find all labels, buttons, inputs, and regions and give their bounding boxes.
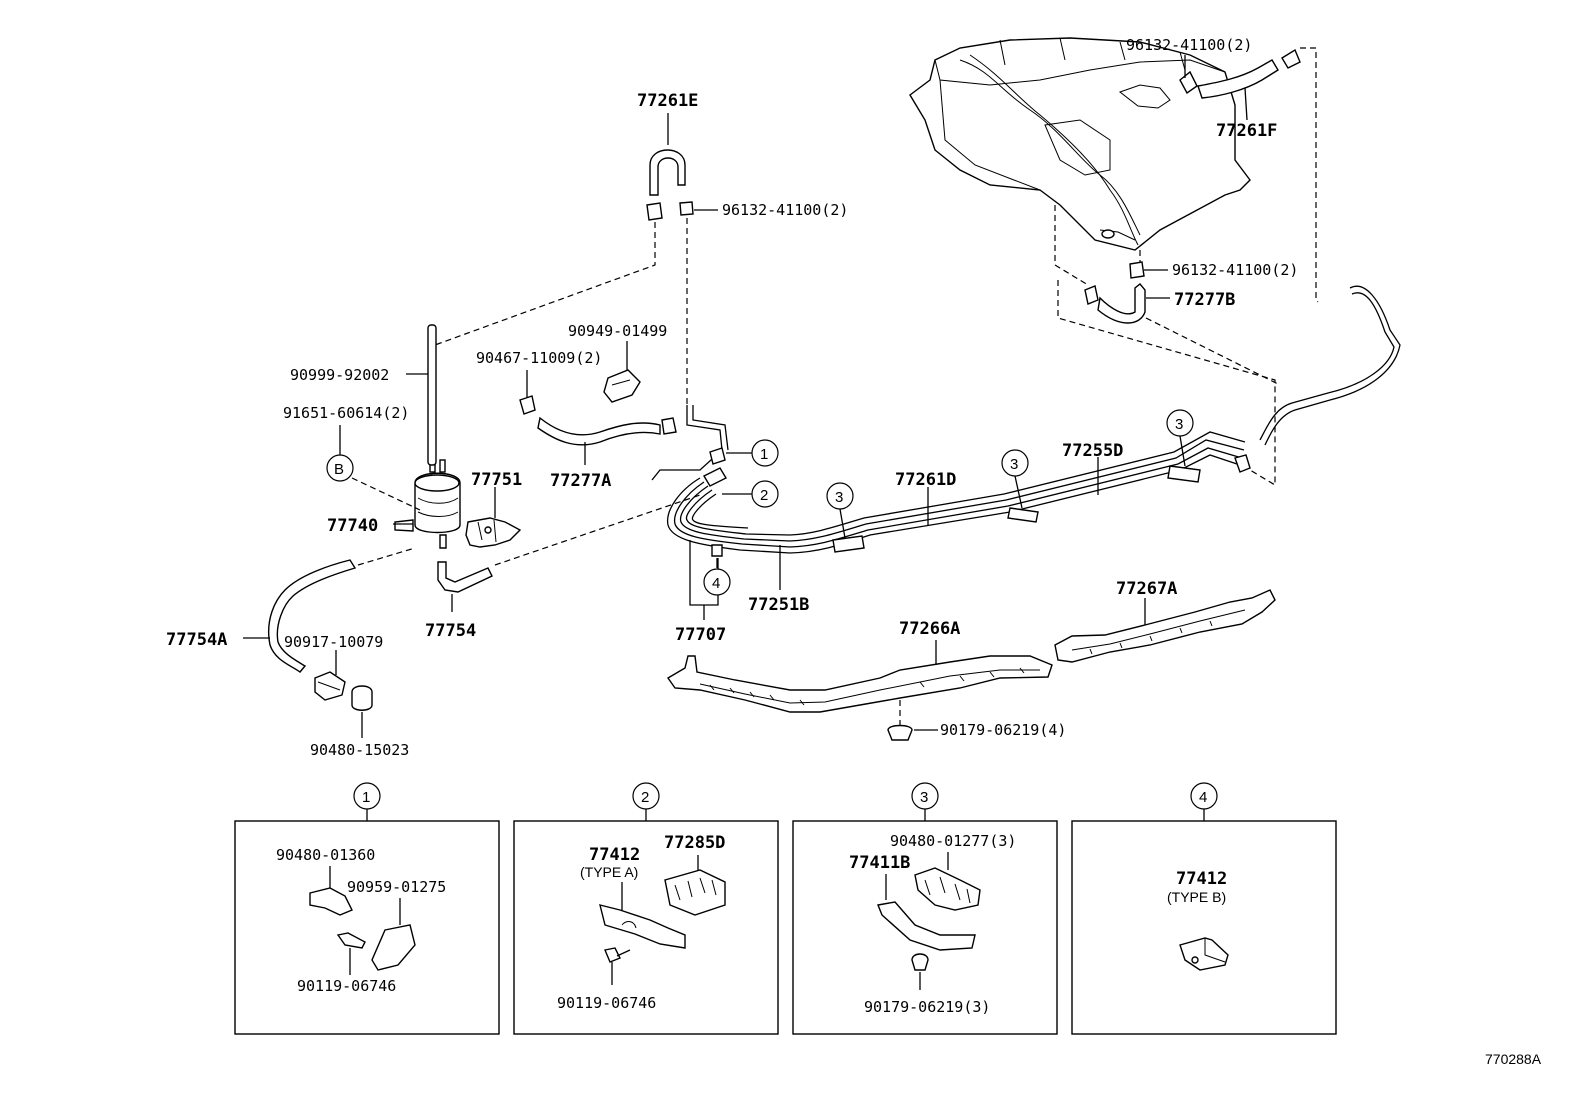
- protector-77266a: 77266A: [666, 619, 1053, 713]
- detail-box-1-num: 1: [362, 789, 370, 806]
- detail-box-1: 1 90480-01360 90959-01275 90119-06746: [234, 782, 500, 1035]
- hose-77277a: 77277A 90467-11009(2): [476, 349, 677, 491]
- label-77261d: 77261D: [895, 470, 956, 490]
- detail-box-4: 4 77412 (TYPE B): [1071, 782, 1337, 1035]
- label-77751: 77751: [471, 470, 522, 490]
- detail-box-2-num: 2: [641, 789, 649, 806]
- callout-3b-num: 3: [1010, 456, 1018, 473]
- label-77277b: 77277B: [1174, 290, 1235, 310]
- label-90480-15023: 90480-15023: [310, 741, 409, 759]
- detail-box-2: 2 77412 (TYPE A) 77285D 90119-06746: [513, 782, 779, 1035]
- callout-3c: 3: [1166, 409, 1194, 467]
- callout-3b: 3: [1001, 449, 1029, 509]
- label-77261f: 77261F: [1216, 121, 1277, 141]
- callout-3a: 3: [826, 482, 854, 539]
- hose-77261f: 96132-41100(2) 77261F: [1126, 36, 1301, 141]
- label-77255d: 77255D: [1062, 441, 1123, 461]
- label-77251b: 77251B: [748, 595, 809, 615]
- callout-3a-num: 3: [835, 489, 843, 506]
- detail-1-part-c: 90119-06746: [297, 977, 396, 995]
- diagram-id: 770288A: [1485, 1051, 1542, 1067]
- detail-4-part-a: 77412: [1176, 869, 1227, 889]
- detail-2-part-c: 90119-06746: [557, 994, 656, 1012]
- valve-90917-10079: 90917-10079: [284, 633, 383, 701]
- label-77707: 77707: [675, 625, 726, 645]
- fuel-tank: [909, 37, 1251, 251]
- detail-box-3-num: 3: [920, 789, 928, 806]
- callout-2: 2: [722, 480, 779, 508]
- label-91651: 91651-60614(2): [283, 404, 409, 422]
- hose-77277b: 96132-41100(2) 77277B: [1084, 261, 1298, 324]
- label-77754: 77754: [425, 621, 476, 641]
- label-96132-top: 96132-41100(2): [722, 201, 848, 219]
- callout-4: 4: [703, 558, 731, 596]
- callout-4-num: 4: [712, 575, 720, 592]
- tube-90999-92002: 90999-92002: [290, 324, 437, 466]
- label-77266a: 77266A: [899, 619, 960, 639]
- label-90949: 90949-01499: [568, 322, 667, 340]
- callout-3c-num: 3: [1175, 416, 1183, 433]
- detail-3-part-c: 90179-06219(3): [864, 998, 990, 1016]
- canister-77740: 77740: [327, 459, 461, 549]
- detail-box-4-num: 4: [1199, 789, 1207, 806]
- callout-b: B: [326, 454, 354, 482]
- detail-1-part-a: 90480-01360: [276, 846, 375, 864]
- hose-77754: 77754: [425, 561, 493, 641]
- label-90999: 90999-92002: [290, 366, 389, 384]
- callout-1-num: 1: [760, 446, 768, 463]
- detail-2-part-b: 77285D: [664, 833, 725, 853]
- label-77277a: 77277A: [550, 471, 611, 491]
- label-77740: 77740: [327, 516, 378, 536]
- clip-90949-01499: 90949-01499: [568, 322, 667, 403]
- clip-90179-main: 90179-06219(4): [887, 700, 1066, 741]
- fuel-line-bundle: [651, 405, 1251, 606]
- label-90917: 90917-10079: [284, 633, 383, 651]
- clip-pair-top: 96132-41100(2): [646, 201, 848, 221]
- detail-4-type-b: (TYPE B): [1167, 889, 1226, 905]
- callout-1: 1: [726, 439, 779, 467]
- label-96132-right: 96132-41100(2): [1172, 261, 1298, 279]
- label-90179-main: 90179-06219(4): [940, 721, 1066, 739]
- label-77261e: 77261E: [637, 91, 698, 111]
- label-96132-tank: 96132-41100(2): [1126, 36, 1252, 54]
- label-77754a: 77754A: [166, 630, 227, 650]
- label-77267a: 77267A: [1116, 579, 1177, 599]
- callout-2-num: 2: [760, 487, 768, 504]
- detail-3-part-b: 77411B: [849, 853, 910, 873]
- detail-2-type-a: (TYPE A): [580, 864, 638, 880]
- detail-3-part-a: 90480-01277(3): [890, 832, 1016, 850]
- detail-box-3: 3 90480-01277(3) 77411B 90179-06219(3): [792, 782, 1058, 1035]
- grommet-90480-15023: 90480-15023: [310, 685, 409, 759]
- detail-2-part-a: 77412: [589, 845, 640, 865]
- bracket-77751: 77751: [465, 470, 522, 548]
- hose-77261e: 77261E: [637, 91, 698, 196]
- label-90467: 90467-11009(2): [476, 349, 602, 367]
- detail-1-part-b: 90959-01275: [347, 878, 446, 896]
- callout-b-letter: B: [334, 461, 344, 478]
- protector-77267a: 77267A: [1054, 579, 1276, 663]
- hose-77754a: 77754A: [166, 559, 357, 673]
